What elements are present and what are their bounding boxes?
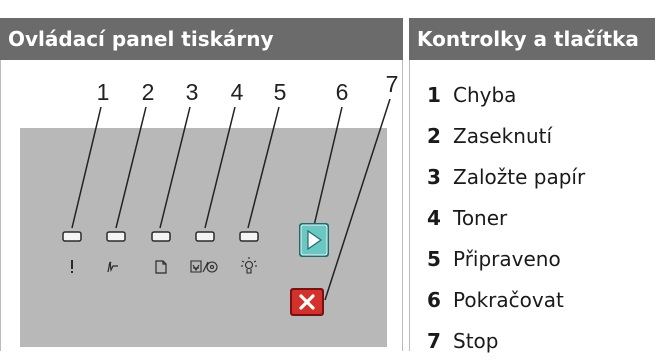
legend-number: 3 xyxy=(427,164,441,189)
legend-item: 3 Založte papír xyxy=(427,156,585,197)
leader-line-1 xyxy=(71,106,102,229)
callout-2: 2 xyxy=(142,79,155,105)
header-lights-and-buttons: Kontrolky a tlačítka xyxy=(409,18,655,60)
leader-line-3 xyxy=(159,106,191,229)
legend-cell xyxy=(409,60,655,351)
stop-icon xyxy=(299,294,315,310)
legend-label: Toner xyxy=(453,205,508,230)
legend-item: 2 Zaseknutí xyxy=(427,115,585,156)
callout-5: 5 xyxy=(274,79,287,105)
callout-1: 1 xyxy=(97,79,110,105)
legend-item: 4 Toner xyxy=(427,197,585,238)
legend-list: 1 Chyba 2 Zaseknutí 3 Založte papír 4 To… xyxy=(427,74,585,361)
leader-line-2 xyxy=(115,106,147,229)
stop-button[interactable] xyxy=(290,288,324,316)
legend-label: Chyba xyxy=(453,82,517,107)
leader-line-4 xyxy=(204,106,236,229)
toner-icon xyxy=(190,260,218,273)
leader-line-5 xyxy=(247,106,280,229)
led-load-paper xyxy=(151,231,171,242)
paper-jam-icon xyxy=(107,261,118,273)
legend-label: Pokračovat xyxy=(453,287,564,312)
error-icon xyxy=(71,260,73,273)
header-right-title: Kontrolky a tlačítka xyxy=(417,27,639,51)
callout-6: 6 xyxy=(336,79,349,105)
continue-icon xyxy=(307,229,323,251)
callout-3: 3 xyxy=(186,79,199,105)
legend-item: 5 Připraveno xyxy=(427,238,585,279)
load-paper-icon xyxy=(155,260,167,274)
legend-number: 4 xyxy=(427,205,441,230)
legend-label: Připraveno xyxy=(453,246,561,271)
legend-label: Založte papír xyxy=(453,164,586,189)
legend-item: 7 Stop xyxy=(427,320,585,361)
led-toner xyxy=(195,231,215,242)
legend-number: 1 xyxy=(427,82,441,107)
legend-item: 1 Chyba xyxy=(427,74,585,115)
legend-label: Stop xyxy=(453,328,499,353)
header-printer-control-panel: Ovládací panel tiskárny xyxy=(0,18,403,60)
legend-item: 6 Pokračovat xyxy=(427,279,585,320)
control-panel-diagram: 1 2 3 4 5 6 7 xyxy=(62,71,399,316)
leader-line-7 xyxy=(324,98,391,301)
legend-number: 6 xyxy=(427,287,441,312)
led-paper-jam xyxy=(106,231,126,242)
legend-number: 2 xyxy=(427,123,441,148)
continue-button[interactable] xyxy=(299,223,329,257)
callout-4: 4 xyxy=(231,79,244,105)
ready-icon xyxy=(241,257,257,274)
legend-number: 7 xyxy=(427,328,441,353)
header-left-title: Ovládací panel tiskárny xyxy=(8,27,274,51)
legend-label: Zaseknutí xyxy=(453,123,553,148)
callout-7: 7 xyxy=(386,71,399,97)
led-error xyxy=(62,231,82,242)
leader-line-6 xyxy=(312,106,343,231)
legend-number: 5 xyxy=(427,246,441,271)
led-ready xyxy=(239,231,259,242)
